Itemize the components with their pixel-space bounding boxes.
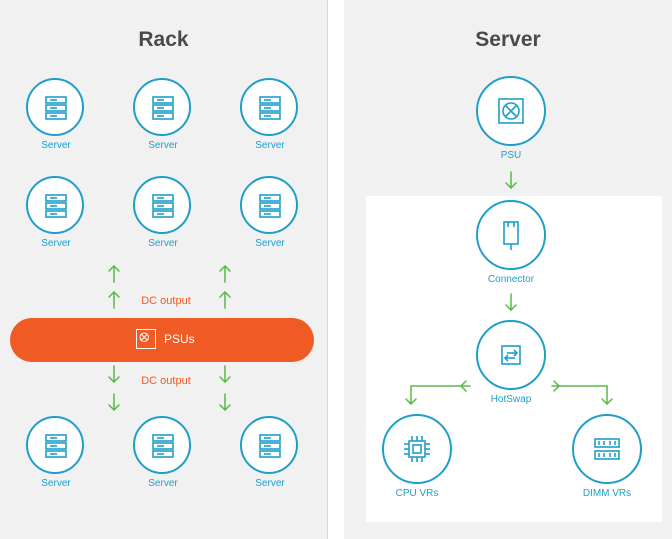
psu-icon bbox=[498, 98, 524, 124]
memory-icon bbox=[594, 438, 620, 460]
server-label: Server bbox=[255, 238, 285, 249]
rack-server-node: Server bbox=[125, 176, 201, 262]
rack-server-node: Server bbox=[125, 78, 201, 164]
chip-icon bbox=[404, 436, 430, 462]
server-icon bbox=[45, 194, 67, 218]
connector-node: Connector bbox=[466, 200, 556, 300]
rack-panel: Rack Server Server Server Server Server … bbox=[0, 0, 328, 539]
server-label: Server bbox=[41, 478, 71, 489]
dc-output-label: DC output bbox=[141, 295, 191, 307]
connector-icon bbox=[503, 221, 519, 250]
server-label: Server bbox=[148, 140, 178, 151]
server-label: Server bbox=[148, 238, 178, 249]
rack-server-node: Server bbox=[18, 176, 94, 262]
server-icon bbox=[152, 194, 174, 218]
psu-icon bbox=[136, 329, 156, 349]
rack-server-node: Server bbox=[18, 416, 94, 502]
cpu-vrs-node: CPU VRs bbox=[372, 414, 462, 514]
server-panel: Server PSU bbox=[344, 0, 672, 539]
rack-title: Rack bbox=[138, 28, 189, 51]
hotswap-icon bbox=[501, 345, 521, 365]
server-title: Server bbox=[475, 28, 541, 51]
server-label: Server bbox=[41, 140, 71, 151]
server-icon bbox=[152, 96, 174, 120]
server-label: Server bbox=[255, 140, 285, 151]
connector-label: Connector bbox=[487, 274, 535, 285]
rack-server-node: Server bbox=[18, 78, 94, 164]
rack-server-node: Server bbox=[232, 176, 308, 262]
server-icon bbox=[45, 434, 67, 458]
psus-bar: PSUs bbox=[10, 318, 314, 362]
hotswap-node: HotSwap bbox=[466, 320, 556, 420]
psu-node: PSU bbox=[466, 76, 556, 176]
rack-server-node: Server bbox=[125, 416, 201, 502]
dimm-vrs-label: DIMM VRs bbox=[582, 488, 632, 499]
server-label: Server bbox=[148, 478, 178, 489]
rack-server-node: Server bbox=[232, 416, 308, 502]
rack-server-node: Server bbox=[232, 78, 308, 164]
server-icon bbox=[259, 96, 281, 120]
server-icon bbox=[259, 194, 281, 218]
hotswap-label: HotSwap bbox=[490, 394, 532, 405]
server-label: Server bbox=[255, 478, 285, 489]
server-label: Server bbox=[41, 238, 71, 249]
cpu-vrs-label: CPU VRs bbox=[395, 488, 439, 499]
dimm-vrs-node: DIMM VRs bbox=[562, 414, 652, 514]
server-icon bbox=[259, 434, 281, 458]
psu-label: PSU bbox=[500, 150, 522, 161]
psus-label: PSUs bbox=[164, 332, 195, 346]
server-icon bbox=[152, 434, 174, 458]
dc-output-label: DC output bbox=[141, 375, 191, 387]
server-icon bbox=[45, 96, 67, 120]
